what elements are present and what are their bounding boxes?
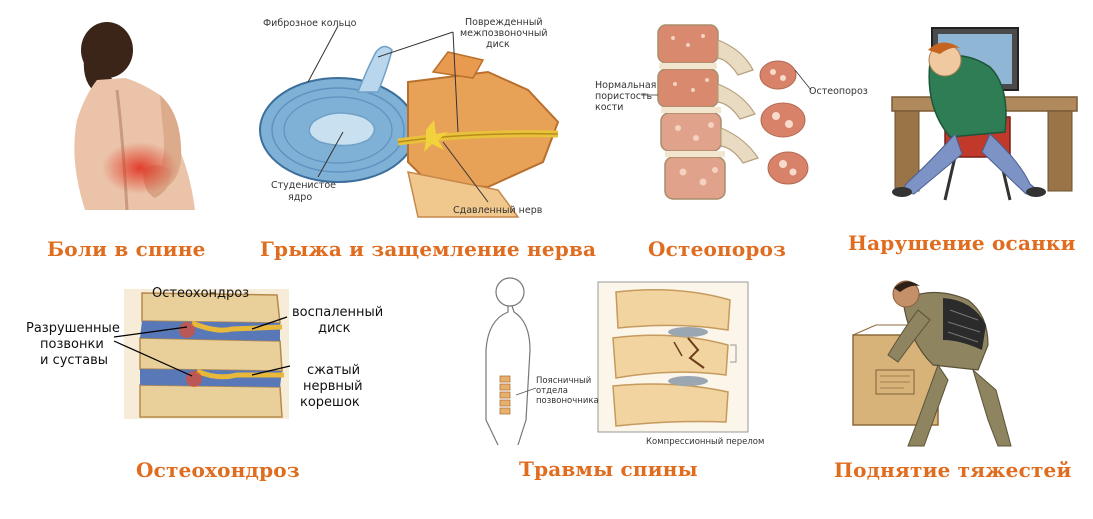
caption-lifting: Поднятие тяжестей bbox=[834, 458, 1072, 482]
label-lumbar-3: позвоночника bbox=[536, 396, 599, 406]
hernia-diagram: Фиброзное кольцо Поврежденный межпозвоно… bbox=[258, 12, 568, 220]
caption-osteochondrosis: Остеохондроз bbox=[136, 458, 300, 482]
injury-diagram: Поясничный отдела позвоночника Компресси… bbox=[478, 270, 764, 450]
caption-back-pain: Боли в спине bbox=[47, 237, 206, 261]
label-destroyed-2: позвонки bbox=[40, 337, 104, 352]
posture-illustration bbox=[870, 22, 1082, 204]
label-root-3: корешок bbox=[300, 395, 360, 410]
label-root-1: сжатый bbox=[307, 363, 361, 378]
label-fracture: Компрессионный перелом bbox=[646, 437, 765, 447]
label-fibrous-ring: Фиброзное кольцо bbox=[263, 18, 357, 29]
label-damaged-disc-3: диск bbox=[486, 39, 510, 50]
lifting-illustration bbox=[848, 270, 1013, 450]
caption-posture: Нарушение осанки bbox=[848, 231, 1076, 255]
label-osteoporosis: Остеопороз bbox=[809, 86, 868, 97]
caption-osteoporosis: Остеопороз bbox=[648, 237, 787, 261]
label-nucleus-2: ядро bbox=[288, 192, 313, 203]
label-normal-1: Нормальная bbox=[595, 80, 657, 91]
label-normal-2: пористость bbox=[595, 91, 653, 102]
label-nerve: Сдавленный нерв bbox=[453, 205, 543, 216]
label-root-2: нервный bbox=[303, 379, 363, 394]
label-damaged-disc-1: Поврежденный bbox=[465, 17, 543, 28]
osteochondrosis-diagram: Остеохондроз Разрушенные позвонки и суст… bbox=[22, 283, 392, 423]
label-normal-3: кости bbox=[595, 102, 624, 113]
label-lumbar-2: отдела bbox=[536, 386, 568, 396]
label-lumbar-1: Поясничный bbox=[536, 376, 592, 386]
label-inflamed-2: диск bbox=[318, 321, 351, 336]
back-pain-illustration bbox=[55, 20, 215, 215]
label-damaged-disc-2: межпозвоночный bbox=[460, 28, 548, 39]
label-destroyed-3: и суставы bbox=[40, 353, 109, 368]
caption-hernia: Грыжа и защемление нерва bbox=[260, 237, 597, 261]
label-osteochondrosis-title: Остеохондроз bbox=[152, 286, 250, 301]
label-destroyed-1: Разрушенные bbox=[26, 321, 120, 336]
label-nucleus-1: Студенистое bbox=[271, 180, 337, 191]
label-inflamed-1: воспаленный bbox=[292, 305, 384, 320]
caption-injuries: Травмы спины bbox=[519, 457, 698, 481]
osteoporosis-diagram: Нормальная пористость кости Остеопороз bbox=[593, 20, 873, 212]
